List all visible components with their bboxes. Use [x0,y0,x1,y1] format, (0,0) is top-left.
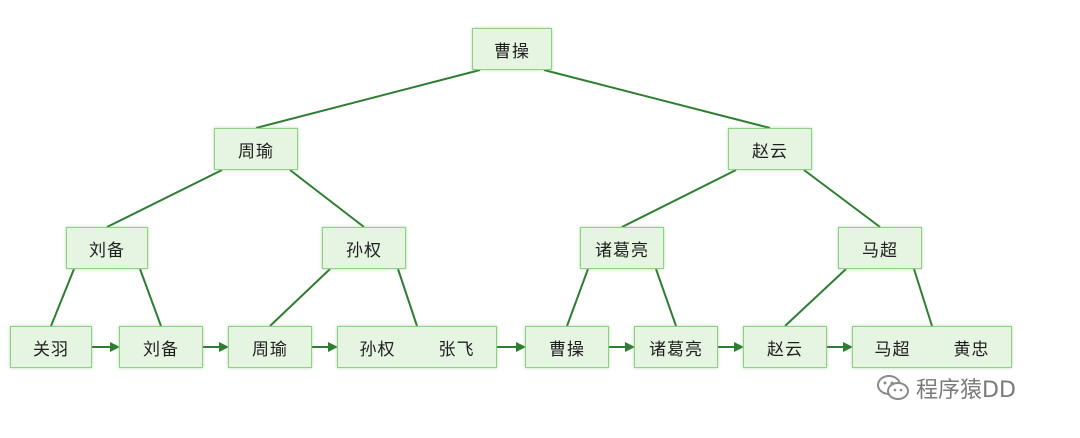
node-key: 周瑜 [252,339,288,360]
root-node: 曹操 [472,28,552,70]
tree-edge [255,69,481,129]
leaf-node: 赵云 [743,326,827,368]
node-key: 刘备 [143,339,179,360]
node-key: 孙权 [359,339,396,360]
leaf-node: 关羽 [10,326,92,368]
watermark: 程序猿DD [876,372,1016,404]
tree-edge [566,268,589,327]
internal-node: 马超 [838,227,922,269]
leaf-node: 刘备 [119,326,203,368]
internal-node: 周瑜 [214,128,298,170]
tree-edge [784,268,847,327]
leaf-node: 诸葛亮 [634,326,718,368]
node-key: 诸葛亮 [595,240,649,261]
node-key: 诸葛亮 [649,339,703,360]
internal-node: 孙权 [322,227,406,269]
node-key: 黄忠 [953,339,990,360]
leaf-node: 马超 黄忠 [852,326,1012,368]
node-key: 马超 [874,339,911,360]
node-key: 张飞 [438,339,475,360]
leaf-node: 曹操 [525,326,609,368]
node-key: 赵云 [767,339,803,360]
node-key: 刘备 [89,240,125,261]
tree-edge [543,69,771,129]
tree-edge [655,268,677,327]
node-key: 马超 [862,240,898,261]
leaf-node: 周瑜 [228,326,312,368]
node-key: 周瑜 [238,141,274,162]
tree-edge [106,169,223,228]
tree-edge [289,169,365,228]
internal-node: 刘备 [66,227,148,269]
internal-node: 赵云 [728,128,812,170]
leaf-node: 孙权 张飞 [337,326,497,368]
tree-edge [621,169,737,228]
node-key: 关羽 [33,339,69,360]
node-key: 赵云 [752,141,788,162]
tree-edge [50,268,75,327]
tree-edge [397,268,418,327]
node-key: 曹操 [549,339,585,360]
node-key: 曹操 [494,41,530,62]
wechat-icon [877,375,909,400]
watermark-text: 程序猿DD [916,378,1016,403]
tree-edge [139,268,162,327]
node-key: 孙权 [346,240,382,261]
tree-edge [803,169,881,228]
tree-edge [913,268,933,327]
internal-node: 诸葛亮 [580,227,664,269]
tree-edge [269,268,331,327]
